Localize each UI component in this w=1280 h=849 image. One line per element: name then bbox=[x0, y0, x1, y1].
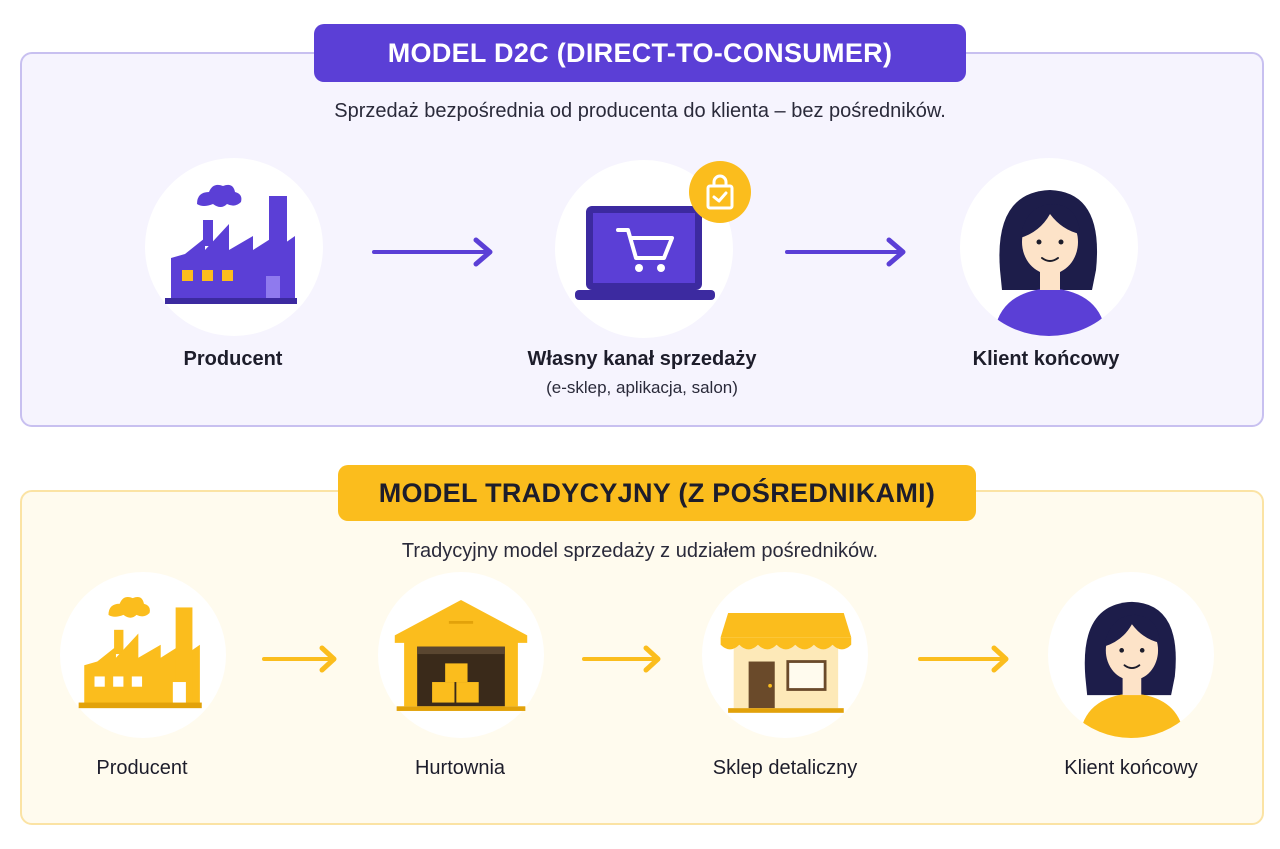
traditional-title-banner: MODEL TRADYCYJNY (Z POŚREDNIKAMI) bbox=[338, 465, 976, 521]
arrow-icon bbox=[785, 237, 906, 267]
traditional-retail-store-node bbox=[702, 572, 868, 738]
d2c-customer-label: Klient końcowy bbox=[972, 348, 1120, 370]
store-icon bbox=[720, 613, 852, 713]
arrow-icon bbox=[582, 645, 661, 673]
d2c-title-banner: MODEL D2C (DIRECT-TO-CONSUMER) bbox=[314, 24, 966, 82]
arrow-icon bbox=[262, 645, 337, 673]
traditional-wholesaler-label: Hurtownia bbox=[414, 757, 506, 779]
traditional-producer-label: Producent bbox=[96, 757, 188, 779]
warehouse-icon bbox=[394, 599, 528, 711]
arrow-icon bbox=[372, 237, 493, 267]
d2c-customer-node bbox=[960, 158, 1138, 336]
d2c-subtitle: Sprzedaż bezpośrednia od producenta do k… bbox=[334, 100, 946, 122]
laptop-cart-icon bbox=[575, 206, 715, 300]
customer-icon bbox=[994, 190, 1106, 336]
d2c-own-channel-label: Własny kanał sprzedaży bbox=[527, 348, 757, 370]
factory-icon bbox=[165, 184, 297, 304]
d2c-own-channel-sublabel: (e-sklep, aplikacja, salon) bbox=[546, 378, 738, 397]
shopping-bag-icon bbox=[689, 161, 751, 223]
arrow-icon bbox=[918, 645, 1009, 673]
traditional-customer-node bbox=[1048, 572, 1214, 738]
traditional-subtitle: Tradycyjny model sprzedaży z udziałem po… bbox=[401, 540, 879, 562]
d2c-producer-label: Producent bbox=[183, 348, 283, 370]
traditional-producer-node bbox=[60, 572, 226, 738]
d2c-producer-node bbox=[145, 158, 323, 336]
factory-icon bbox=[78, 597, 202, 709]
traditional-wholesaler-node bbox=[378, 572, 544, 738]
traditional-retail-store-label: Sklep detaliczny bbox=[712, 757, 858, 779]
traditional-customer-label: Klient końcowy bbox=[1064, 757, 1198, 779]
customer-icon bbox=[1079, 601, 1185, 738]
